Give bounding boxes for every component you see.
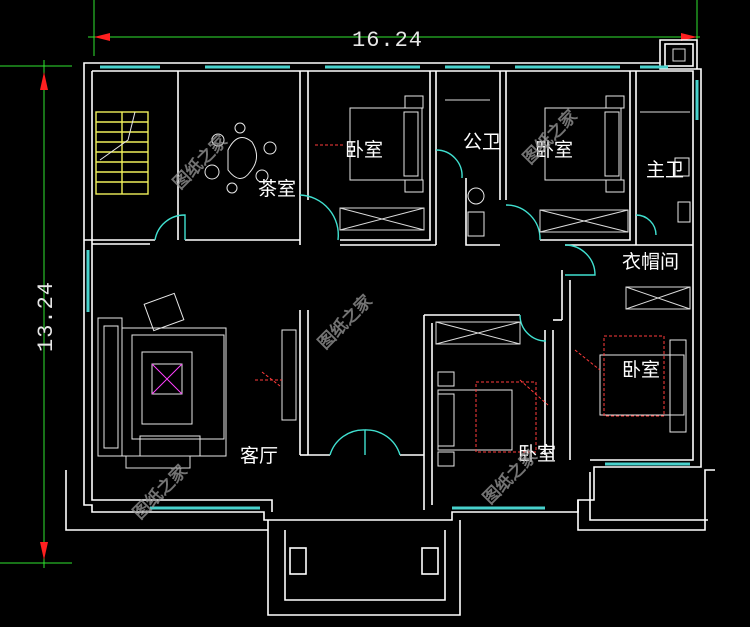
bed-1 — [315, 95, 425, 231]
doors — [154, 149, 657, 456]
room-label-bedroom-1: 卧室 — [345, 139, 383, 161]
dimension-top — [88, 0, 700, 56]
tv-cabinet — [255, 329, 297, 421]
bed-2 — [539, 95, 629, 233]
room-label-bedroom-2: 卧室 — [535, 139, 573, 161]
master-bath-fixtures — [640, 111, 691, 223]
public-bath-fixtures — [445, 99, 490, 237]
watermark-3: 图纸之家 — [314, 291, 377, 354]
height-dimension-label: 13.24 — [34, 281, 59, 352]
tea-table — [204, 122, 277, 194]
room-label-bedroom-3: 卧室 — [622, 359, 660, 381]
interior-walls — [84, 71, 693, 510]
room-label-bedroom-4: 卧室 — [518, 443, 556, 465]
width-dimension-label: 16.24 — [352, 28, 423, 53]
room-label-living-room: 客厅 — [240, 445, 278, 467]
sofa-set — [97, 292, 227, 469]
outer-walls — [65, 39, 715, 616]
stairs — [95, 111, 149, 195]
watermark-4: 图纸之家 — [129, 461, 192, 524]
dimension-left — [0, 60, 72, 568]
wardrobe-cabinets — [625, 286, 691, 310]
bed-4 — [435, 321, 549, 467]
windows — [86, 65, 699, 510]
room-label-wardrobe: 衣帽间 — [622, 251, 679, 273]
room-label-tea-room: 茶室 — [258, 178, 296, 200]
watermark-5: 图纸之家 — [479, 446, 542, 509]
room-label-master-bath: 主卫 — [646, 159, 684, 181]
room-label-public-bath: 公卫 — [463, 131, 501, 153]
bed-3 — [574, 335, 687, 433]
